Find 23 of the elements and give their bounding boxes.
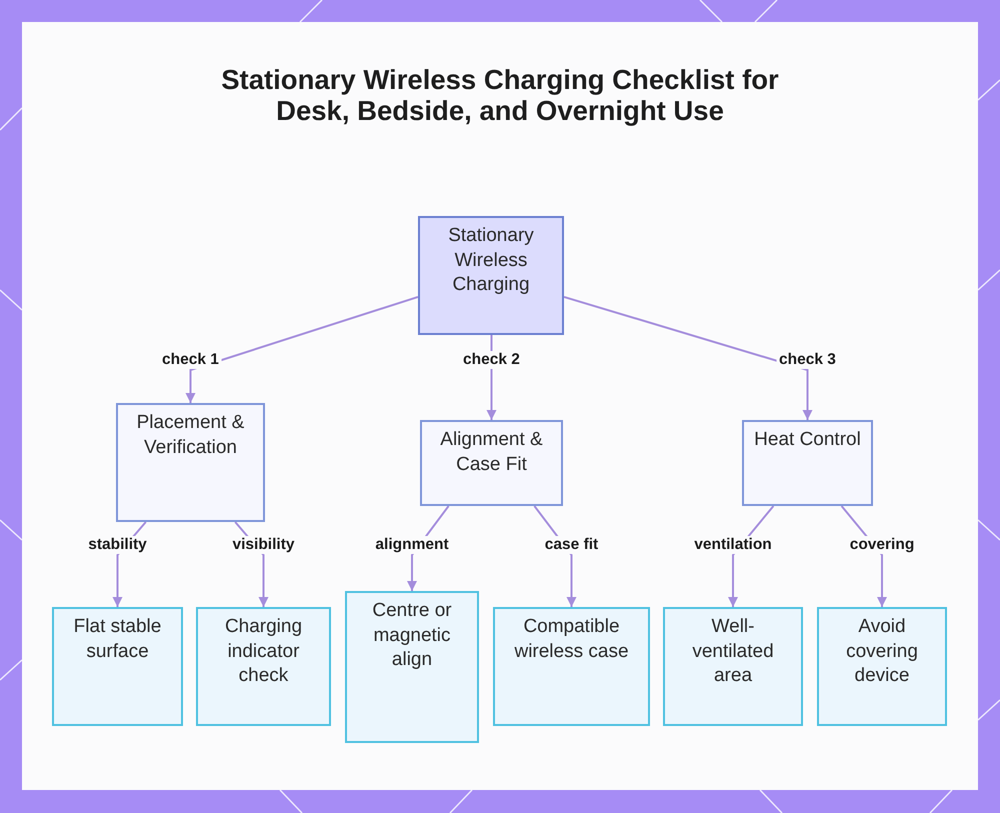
root-box bbox=[418, 216, 564, 335]
node-text: Compatible wireless case bbox=[513, 615, 630, 664]
item-box bbox=[493, 607, 650, 726]
item-box bbox=[52, 607, 183, 726]
item-box bbox=[196, 607, 331, 726]
connector-arrow bbox=[186, 296, 418, 403]
node-text: Alignment & Case Fit bbox=[439, 428, 544, 476]
diagram-title: Stationary Wireless Charging Checklist for Desk, Bedside, and Overnight Use bbox=[220, 64, 780, 126]
category-box bbox=[742, 420, 873, 506]
category-box bbox=[420, 420, 563, 506]
node-text: Centre or magnetic align bbox=[371, 599, 453, 672]
node-text: Placement & Verification bbox=[136, 411, 246, 460]
connector-arrow bbox=[564, 296, 812, 420]
item-box bbox=[345, 591, 479, 743]
node-text: Stationary Wireless Charging bbox=[447, 224, 535, 297]
node-text: Well-ventilated area bbox=[691, 615, 775, 688]
node-text: Charging indicator check bbox=[224, 615, 304, 688]
node-text: Heat Control bbox=[753, 428, 862, 452]
node-text: Flat stable surface bbox=[72, 615, 162, 664]
item-box bbox=[817, 607, 947, 726]
item-box bbox=[663, 607, 803, 726]
category-box bbox=[116, 403, 265, 522]
node-text: Avoid covering device bbox=[845, 615, 919, 688]
